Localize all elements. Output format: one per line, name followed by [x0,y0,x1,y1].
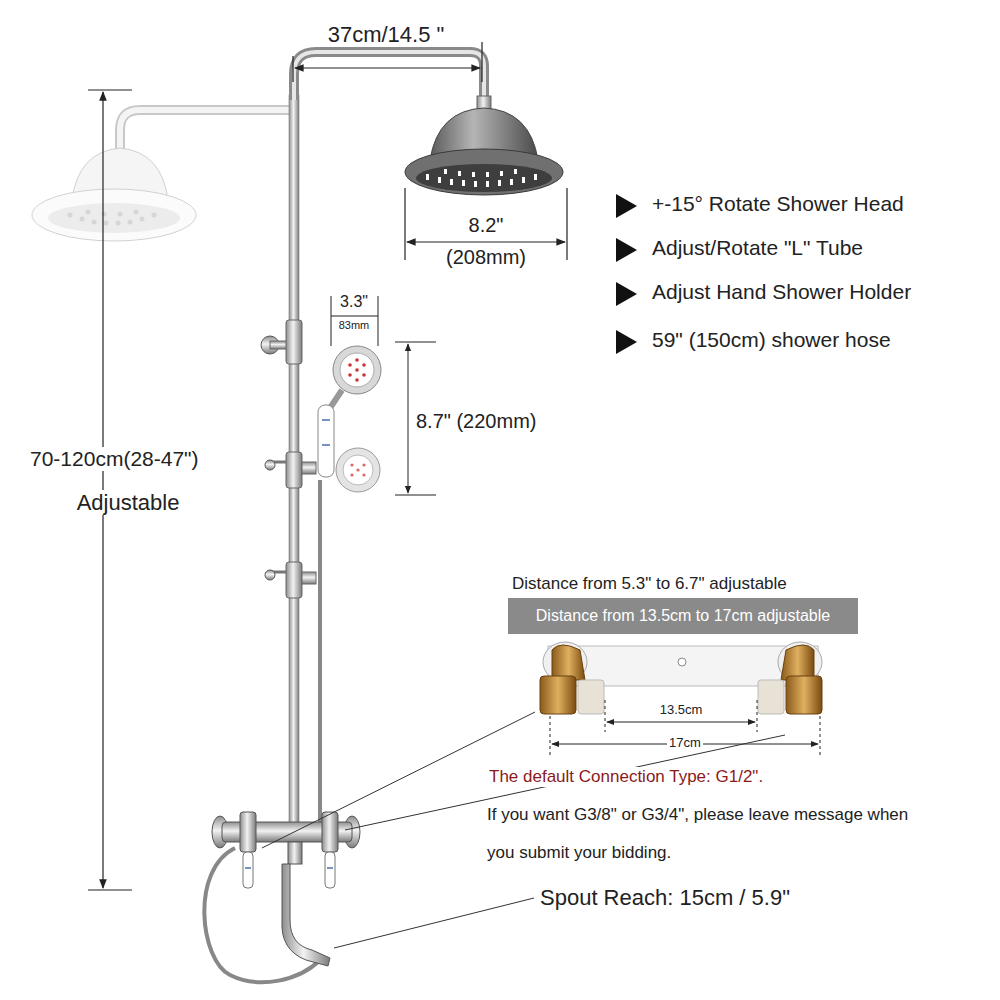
dimension-label: 17cm [667,736,703,751]
dimension-label: (208mm) [446,246,526,269]
leader-lines [262,712,785,948]
dimension-label: 13.5cm [658,703,705,718]
dimension-label: 83mm [339,319,370,332]
dimension-hand-shower [331,296,436,495]
dimension-label: 37cm/14.5 " [328,22,445,47]
callout-text: Spout Reach: 15cm / 5.9" [538,885,792,910]
holders [261,320,316,598]
dimension-label: 8.7" (220mm) [416,410,536,433]
dimension-label: 3.3" [340,293,368,311]
feature-text: 59" (150cm) shower hose [652,328,891,352]
dimension-label: Adjustable [75,490,182,515]
feature-text: Adjust/Rotate "L" Tube [652,236,863,260]
dimension-arm [293,42,482,82]
band-text: Distance from 13.5cm to 17cm adjustable [536,607,830,625]
rain-shower-head [405,96,563,195]
feature-text: Adjust Hand Shower Holder [652,280,911,304]
note-text: Distance from 5.3" to 6.7" adjustable [512,574,787,594]
feature-text: +-15° Rotate Shower Head [652,192,904,216]
faded-shower-head [32,110,292,241]
bullet-triangles [616,194,637,354]
note-text: The default Connection Type: G1/2". [487,767,765,787]
note-text: If you want G3/8" or G3/4", please leave… [487,796,927,872]
dimension-fittings [550,700,820,756]
dimension-label: 70-120cm(28-47") [28,447,201,471]
info-band: Distance from 13.5cm to 17cm adjustable [508,598,858,634]
dimension-label: 8.2" [469,214,504,237]
hand-shower [318,346,381,830]
